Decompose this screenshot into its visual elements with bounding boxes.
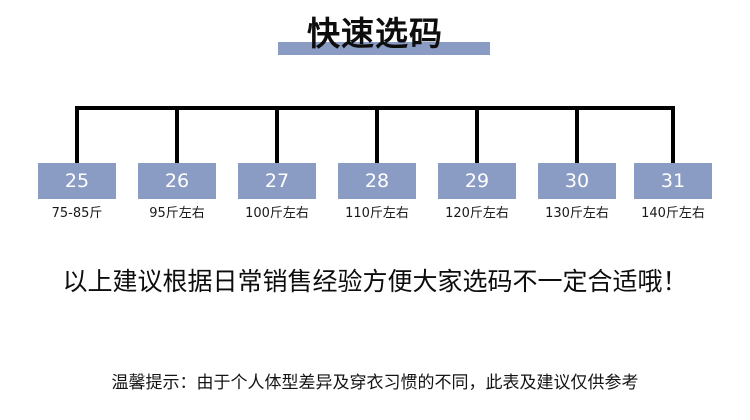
page-title: 快速选码 [307, 14, 443, 53]
size-column-31: 31 140斤左右 [634, 163, 712, 222]
size-weight-label: 120斤左右 [445, 206, 509, 221]
size-weight-label: 140斤左右 [641, 206, 705, 221]
size-box: 27 [238, 163, 316, 199]
size-box: 31 [634, 163, 712, 199]
main-advice-note: 以上建议根据日常销售经验方便大家选码不一定合适哦！ [62, 267, 688, 296]
title-highlight-bar [278, 42, 490, 55]
size-column-29: 29 120斤左右 [438, 163, 516, 222]
size-weight-label: 130斤左右 [545, 206, 609, 221]
size-weight-label: 95斤左右 [149, 206, 205, 221]
size-weight-label: 100斤左右 [245, 206, 309, 221]
size-weight-label: 110斤左右 [345, 206, 409, 221]
size-box: 26 [138, 163, 216, 199]
size-column-30: 30 130斤左右 [538, 163, 616, 222]
size-box: 25 [38, 163, 116, 199]
size-column-26: 26 95斤左右 [138, 163, 216, 222]
size-chart-row: 25 75-85斤 26 95斤左右 27 100斤左右 28 110斤左右 2… [38, 163, 712, 233]
size-box: 29 [438, 163, 516, 199]
size-weight-label: 75-85斤 [51, 206, 103, 221]
size-column-28: 28 110斤左右 [338, 163, 416, 222]
title-block: 快速选码 [0, 12, 750, 62]
size-column-25: 25 75-85斤 [38, 163, 116, 222]
size-box: 30 [538, 163, 616, 199]
footer-disclaimer-note: 温馨提示：由于个人体型差异及穿衣习惯的不同，此表及建议仅供参考 [111, 373, 639, 393]
size-column-27: 27 100斤左右 [238, 163, 316, 222]
size-box: 28 [338, 163, 416, 199]
